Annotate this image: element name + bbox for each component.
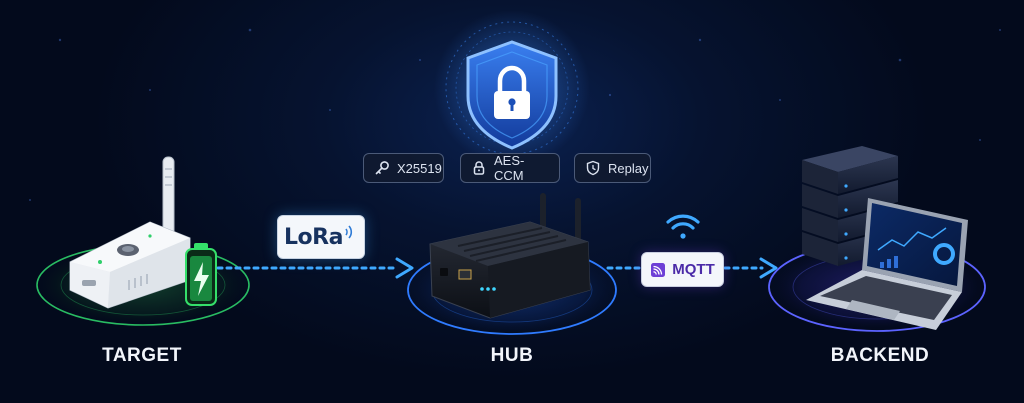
hub-label: HUB [490,345,534,366]
laptop [806,198,968,330]
wifi-icon [666,214,700,239]
shield-clock-icon [586,160,600,176]
lora-label: LoRa [284,224,343,250]
lora-signal-icon [345,225,353,239]
battery-charging-icon [185,243,217,306]
mqtt-badge: MQTT [641,252,724,287]
flow-arrow-target-hub [216,257,414,279]
target-label: TARGET [102,345,182,366]
mqtt-label: MQTT [672,261,715,278]
security-chip-x25519: X25519 [363,153,444,183]
key-icon [375,161,389,175]
background-particles [29,28,1001,201]
chip-label: AES-CCM [494,153,525,183]
shield-lock-icon [434,10,590,166]
lora-sensor-device [69,156,191,309]
lock-icon [473,161,485,175]
lora-badge: LoRa [277,215,365,259]
chip-label: Replay [608,160,649,176]
security-chip-replay: Replay [574,153,651,183]
mqtt-icon [651,262,666,277]
gateway-router [429,193,591,319]
security-chip-aes-ccm: AES-CCM [460,153,560,183]
backend-label: BACKEND [830,345,930,366]
chip-label: X25519 [397,160,442,176]
